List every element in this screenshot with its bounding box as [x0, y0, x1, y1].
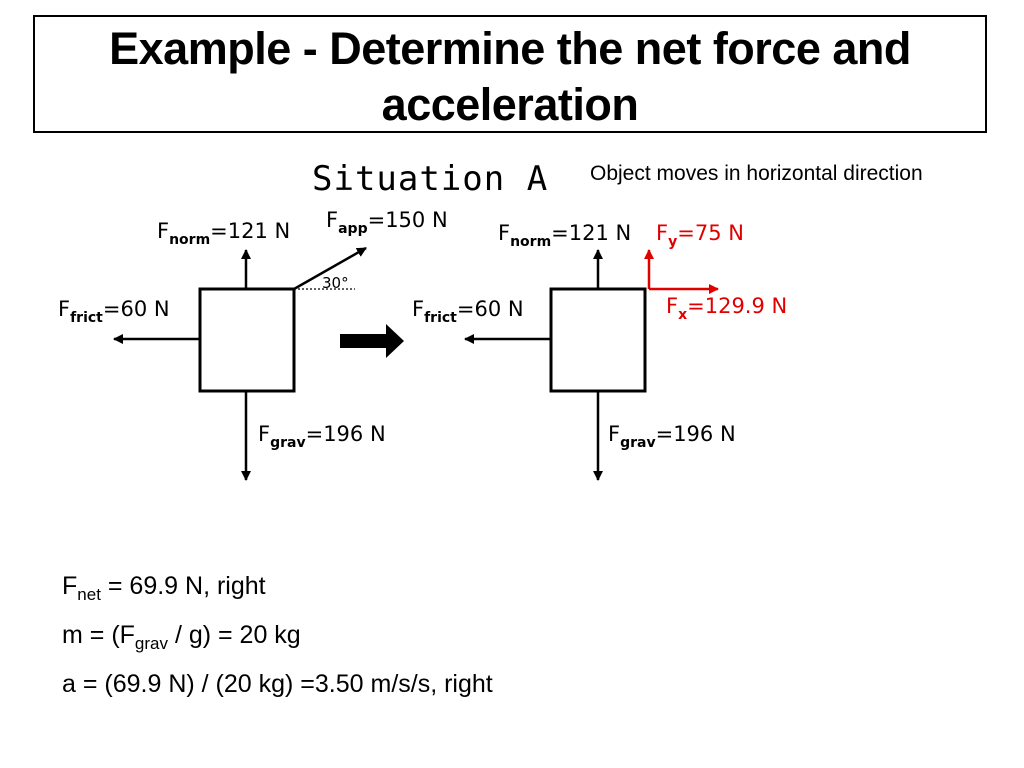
acceleration-line: a = (69.9 N) / (20 kg) =3.50 m/s/s, righ…: [62, 670, 493, 698]
free-body-diagrams: Situation A Fnorm=121 N Fapp=150 N 30° F…: [58, 159, 787, 481]
right-norm-label: Fnorm=121 N: [498, 221, 631, 250]
situation-label: Situation A: [312, 159, 548, 199]
right-frict-label: Ffrict=60 N: [412, 297, 524, 326]
fy-label: Fy=75 N: [656, 221, 744, 250]
left-grav-label: Fgrav=196 N: [258, 422, 386, 451]
net-force-line: Fnet = 69.9 N, right: [62, 572, 266, 604]
page-title: Example - Determine the net force and ac…: [109, 23, 911, 130]
left-angle-label: 30°: [322, 274, 349, 292]
left-norm-label: Fnorm=121 N: [157, 219, 290, 248]
left-object-box: [198, 287, 296, 393]
fx-label: Fx=129.9 N: [666, 294, 787, 323]
right-diagram: Fnorm=121 N Fy=75 N Fx=129.9 N Ffrict=60…: [412, 221, 787, 481]
transform-arrow-icon: [340, 324, 404, 358]
right-object-box: [549, 287, 647, 393]
title-box: Example - Determine the net force and ac…: [33, 15, 987, 133]
left-diagram: Fnorm=121 N Fapp=150 N 30° Ffrict=60 N F…: [58, 208, 448, 481]
results-block: Fnet = 69.9 N, right m = (Fgrav / g) = 2…: [62, 566, 493, 704]
left-applied-arrow: [293, 246, 367, 291]
left-frict-label: Ffrict=60 N: [58, 297, 170, 326]
right-grav-label: Fgrav=196 N: [608, 422, 736, 451]
mass-line: m = (Fgrav / g) = 20 kg: [62, 621, 301, 653]
left-app-label: Fapp=150 N: [326, 208, 448, 237]
direction-note: Object moves in horizontal direction: [590, 162, 923, 185]
